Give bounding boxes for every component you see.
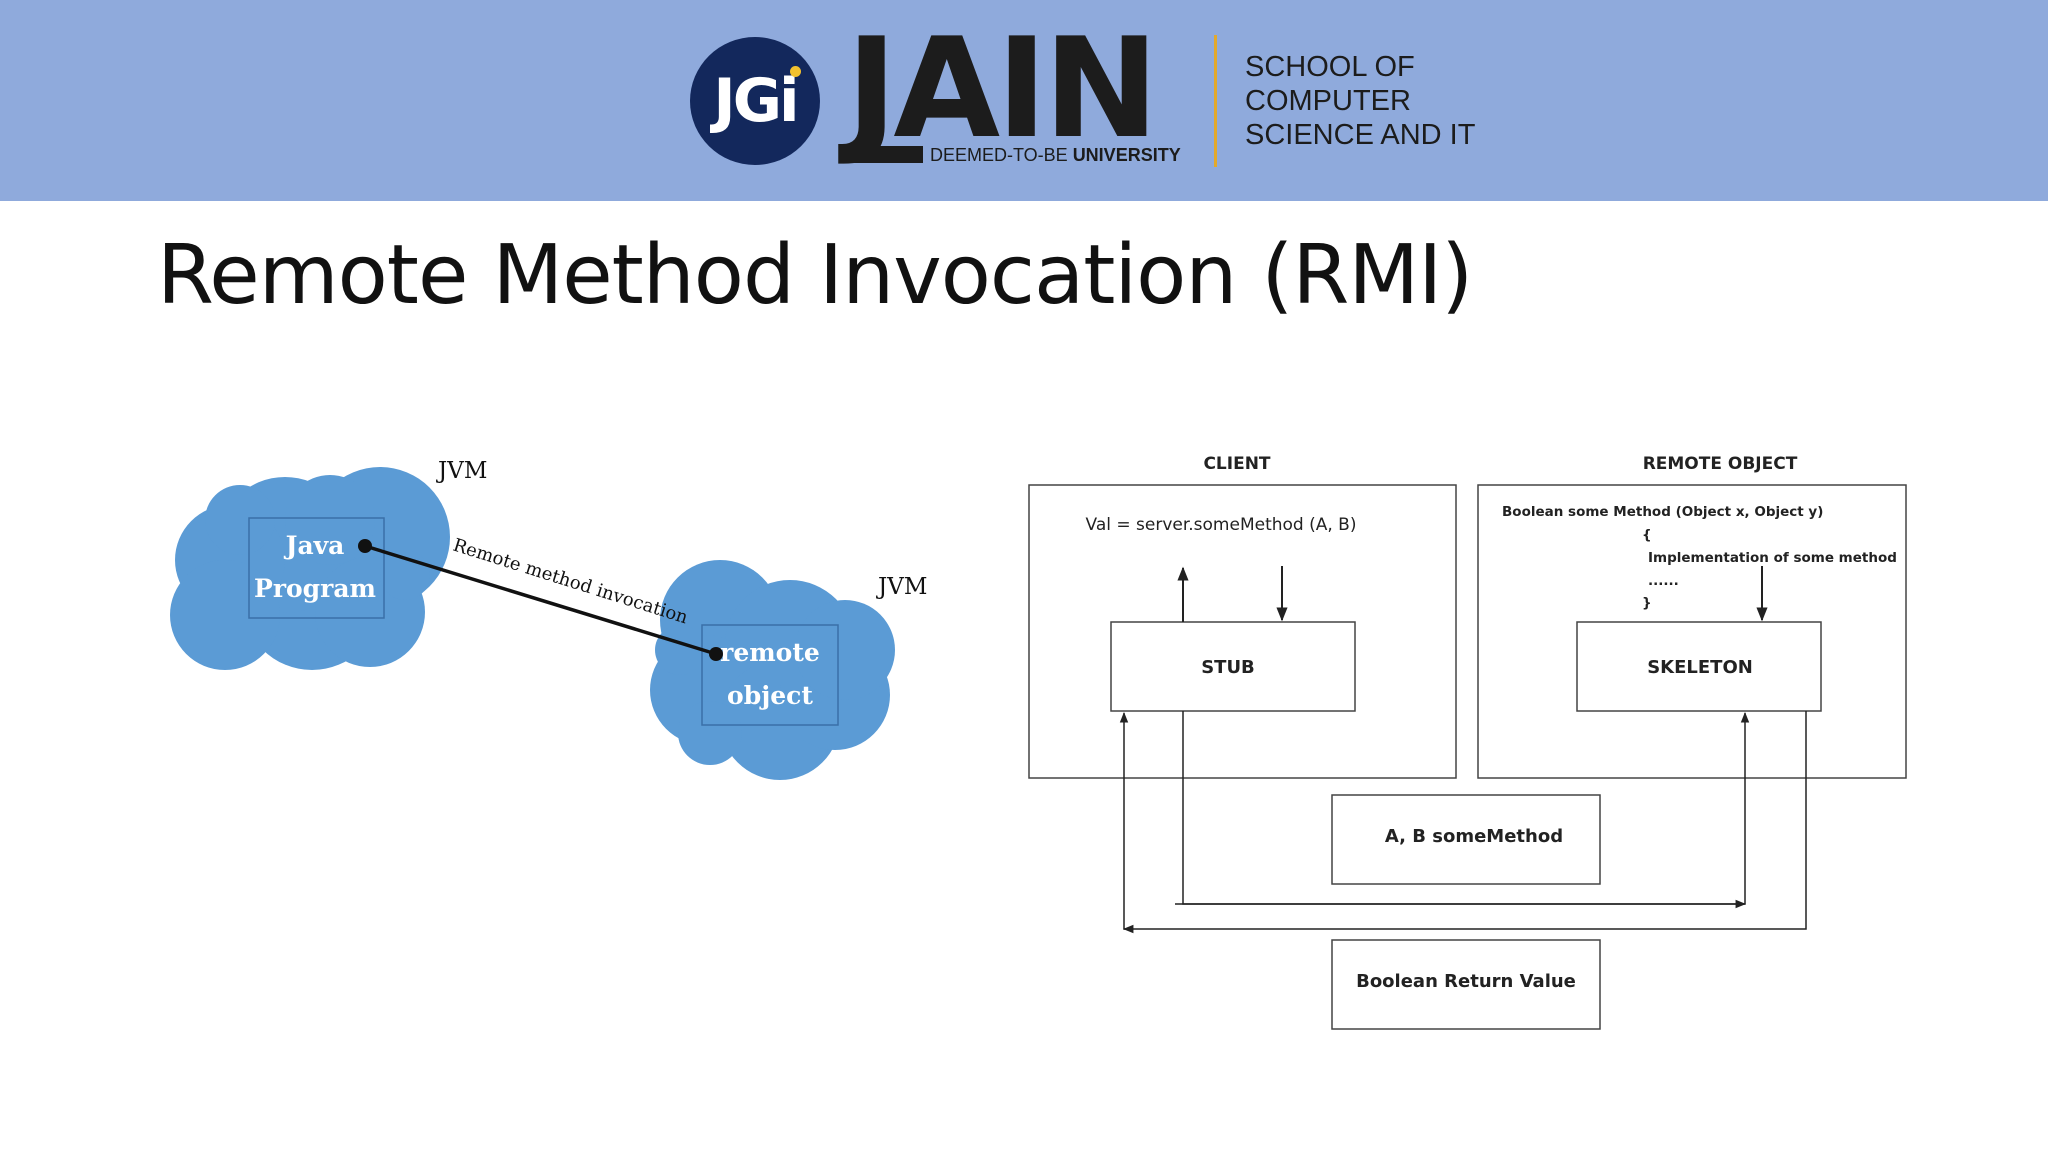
remote-code-line-1: Boolean some Method (Object x, Object y) (1502, 504, 1823, 520)
remote-object-cloud (650, 560, 895, 780)
jgi-logo-mark: JGi (690, 37, 820, 165)
client-container (1028, 484, 1457, 779)
school-name: SCHOOL OF COMPUTER SCIENCE AND IT (1245, 51, 1476, 151)
remote-object-box (701, 624, 839, 726)
skeleton-box (1576, 621, 1822, 712)
remote-code-line-3: Implementation of some method (1648, 550, 1897, 566)
remote-object-label: REMOTE OBJECT (1643, 454, 1798, 474)
jain-wordmark: JAIN (846, 8, 1159, 169)
header-band: JGi JAIN DEEMED-TO-BE UNIVERSITY SCHOOL … (0, 0, 2048, 201)
stub-label: STUB (1201, 657, 1255, 678)
java-program-label-1: Java (284, 531, 345, 560)
logo-divider (1214, 35, 1217, 167)
right-diagram: CLIENT REMOTE OBJECT Val = server.someMe… (1028, 454, 1907, 1030)
edge-endpoint-end (709, 647, 723, 661)
client-code: Val = server.someMethod (A, B) (1086, 515, 1357, 535)
jvm-label-server: JVM (876, 574, 927, 600)
slide-title: Remote Method Invocation (RMI) (157, 228, 1473, 323)
university-tagline: DEEMED-TO-BE UNIVERSITY (930, 145, 1181, 165)
remote-object-label-2: object (727, 681, 813, 710)
invocation-edge (364, 544, 717, 656)
remote-code-line-5: } (1642, 595, 1652, 611)
skeleton-label: SKELETON (1647, 657, 1753, 678)
logo-dot (790, 66, 801, 77)
request-box (1331, 794, 1601, 885)
remote-code-line-2: { (1642, 527, 1652, 543)
response-box (1331, 939, 1601, 1030)
request-box-label: A, B someMethod (1385, 826, 1563, 847)
jvm-label-client: JVM (436, 458, 487, 484)
stub-box (1110, 621, 1356, 712)
client-label: CLIENT (1203, 454, 1270, 474)
remote-object-container (1477, 484, 1907, 779)
response-flow-line (1119, 711, 1807, 930)
java-program-label-2: Program (254, 574, 376, 603)
response-box-label: Boolean Return Value (1356, 971, 1576, 992)
left-diagram: Java Program JVM remote object JVM Remot… (170, 458, 927, 780)
remote-object-label-1: remote (720, 638, 820, 667)
wordmark-bar (849, 146, 923, 163)
edge-endpoint-start (358, 539, 372, 553)
java-program-box (248, 517, 385, 619)
remote-code-line-4: ...... (1648, 573, 1679, 589)
university-logo: JGi JAIN DEEMED-TO-BE UNIVERSITY SCHOOL … (690, 9, 1490, 172)
java-program-cloud (170, 467, 450, 670)
